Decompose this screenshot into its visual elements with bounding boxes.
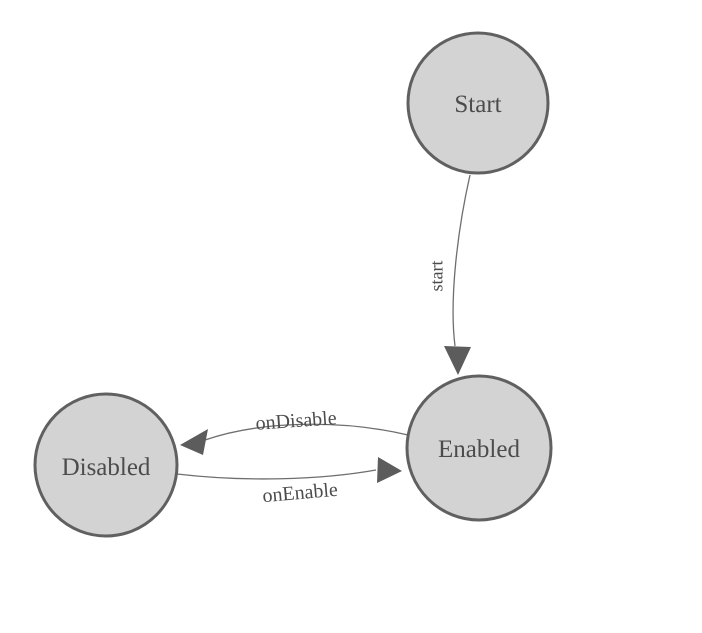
edge-label-start: start bbox=[426, 261, 446, 292]
state-node-disabled-circle[interactable] bbox=[33, 392, 179, 538]
edge-enabled-to-disabled: onDisable bbox=[180, 407, 409, 455]
edge-label-ondisable: onDisable bbox=[255, 407, 338, 435]
state-node-enabled-label: Enabled bbox=[438, 436, 520, 463]
arrowhead-enabled-to-disabled-icon bbox=[180, 429, 208, 455]
edge-start-to-enabled: start bbox=[426, 174, 471, 375]
state-node-disabled-label: Disabled bbox=[62, 454, 151, 481]
edge-disabled-to-enabled-line bbox=[176, 469, 377, 480]
edge-enabled-to-disabled-line bbox=[204, 423, 409, 441]
state-node-start[interactable]: Start bbox=[406, 31, 550, 175]
state-node-start-circle[interactable] bbox=[406, 31, 550, 175]
state-node-enabled-circle[interactable] bbox=[405, 374, 553, 522]
arrowhead-start-to-enabled-icon bbox=[444, 346, 471, 375]
state-node-enabled[interactable]: Enabled bbox=[405, 374, 553, 522]
edge-label-onenable: onEnable bbox=[262, 479, 339, 508]
edge-start-to-enabled-line bbox=[452, 174, 471, 347]
state-node-start-label: Start bbox=[454, 91, 501, 118]
edge-disabled-to-enabled: onEnable bbox=[176, 457, 402, 508]
state-node-disabled[interactable]: Disabled bbox=[33, 392, 179, 538]
arrowhead-disabled-to-enabled-icon bbox=[377, 457, 402, 483]
